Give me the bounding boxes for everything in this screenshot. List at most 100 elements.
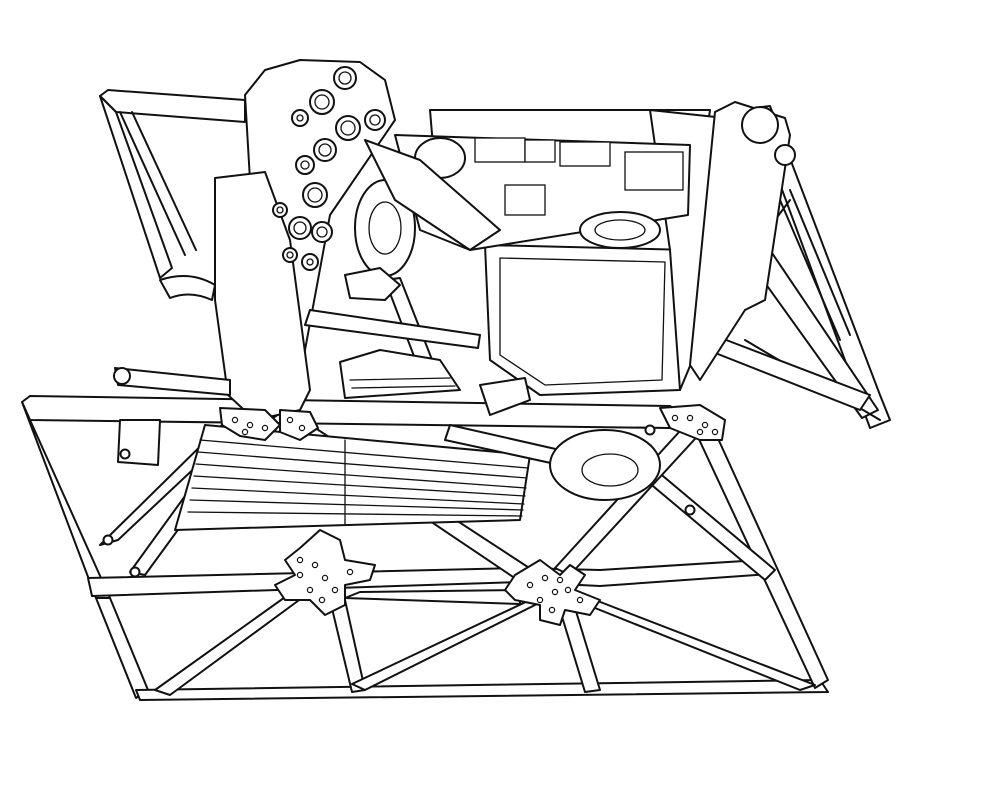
rivet-hole	[306, 586, 314, 594]
seat-back	[484, 244, 681, 396]
bottom-left-upright	[95, 597, 149, 699]
rudder-pedal-left	[339, 349, 461, 399]
rivet-hole	[548, 606, 556, 614]
bottom-strut-3	[344, 589, 521, 605]
rivet-hole	[686, 414, 694, 422]
gauge-face-icon	[300, 160, 310, 170]
bottom-strut-2	[329, 599, 366, 693]
rivet-hole	[286, 416, 294, 424]
gauge-face-icon	[307, 187, 323, 203]
bolt	[102, 534, 114, 546]
rivet-hole	[556, 576, 564, 584]
rivet-hole	[331, 586, 339, 594]
back-coil	[579, 211, 661, 249]
instrument-panel-shroud	[214, 171, 311, 421]
rear-right-brace	[744, 189, 881, 421]
switch-block-2	[524, 139, 556, 163]
gauge-face-icon	[340, 120, 356, 136]
rivet-hole	[701, 421, 709, 429]
trim-wheel-hub	[368, 201, 402, 255]
gauge-icon	[313, 138, 337, 162]
gauge-face-icon	[306, 258, 314, 266]
trim-drum-inner	[581, 453, 639, 487]
gauge-face-icon	[369, 114, 381, 126]
gauge-face-icon	[338, 71, 352, 85]
rivet-hole	[541, 574, 549, 582]
rivet-hole	[564, 586, 572, 594]
trim-drum	[549, 429, 661, 501]
connector-box	[504, 184, 546, 216]
switch-block-1	[474, 137, 526, 163]
gusset-plate-left	[274, 529, 376, 616]
bottom-front-tube	[135, 679, 829, 701]
bolt	[129, 566, 141, 578]
gauge-icon	[288, 216, 312, 240]
rivet-hole	[311, 561, 319, 569]
grille-bars	[187, 439, 529, 526]
headrest-bolt	[774, 144, 796, 166]
left-curved-tube	[159, 275, 216, 301]
rear-left-upright	[99, 95, 173, 279]
gauge-face-icon	[296, 114, 304, 122]
gauge-face-icon	[276, 206, 284, 214]
bottom-strut-5	[559, 607, 601, 693]
detail-layer	[102, 66, 719, 614]
rivet-hole	[241, 428, 249, 436]
front-left-upright	[21, 401, 111, 599]
stick-base	[344, 267, 401, 301]
gauge-face-icon	[314, 94, 330, 110]
gauge-face-icon	[316, 226, 328, 238]
grille-frame	[174, 424, 531, 531]
pedal-arm-knob	[113, 367, 131, 385]
rudder-pedal-left-ribs	[349, 377, 456, 389]
gauge-face-icon	[318, 143, 332, 157]
gauge-face-icon	[286, 251, 294, 259]
rear-frame	[99, 89, 891, 429]
bolt	[684, 504, 696, 516]
rivet-hole	[321, 574, 329, 582]
rivet-hole	[696, 428, 704, 436]
gauge-icon	[302, 182, 328, 208]
bolt	[644, 424, 656, 436]
rivet-hole	[536, 596, 544, 604]
rivet-hole	[576, 596, 584, 604]
headrest-pivot	[741, 106, 779, 144]
rivet-hole	[318, 596, 326, 604]
seat-back-inner	[499, 257, 666, 386]
rivet-hole	[261, 424, 269, 432]
rear-left-diagonal	[119, 111, 197, 256]
gauge-icon	[309, 89, 335, 115]
rivet-hole	[296, 571, 304, 579]
gauge-icon	[364, 109, 386, 131]
back-coil-inner	[594, 219, 646, 241]
switch-block-3	[559, 141, 611, 167]
rivet-hole	[231, 416, 239, 424]
gauge-icon	[311, 221, 333, 243]
rivet-hole	[246, 421, 254, 429]
gauge-icon	[272, 202, 288, 218]
gauge-icon	[282, 247, 298, 263]
side-console	[364, 139, 501, 251]
floor-grille	[174, 424, 531, 531]
rivet-hole	[346, 568, 354, 576]
rivet-hole	[298, 424, 306, 432]
gusset-plate-top-right	[659, 404, 726, 441]
headrest-tube	[689, 101, 791, 381]
gauge-icon	[333, 66, 357, 90]
gauge-icon	[291, 109, 309, 127]
rudder-bar	[304, 309, 481, 349]
bottom-strut-4	[351, 599, 546, 691]
foot-lever	[479, 377, 531, 416]
rivet-hole	[526, 581, 534, 589]
left-pedal-arm	[114, 367, 231, 396]
radio-box	[624, 151, 684, 191]
rivet-hole	[551, 588, 559, 596]
gauge-face-icon	[293, 221, 307, 235]
bottom-strut-1	[154, 589, 311, 696]
gauge-icon	[335, 115, 361, 141]
gauge-icon	[295, 155, 315, 175]
gauge-icon	[301, 253, 319, 271]
rivet-hole	[671, 414, 679, 422]
